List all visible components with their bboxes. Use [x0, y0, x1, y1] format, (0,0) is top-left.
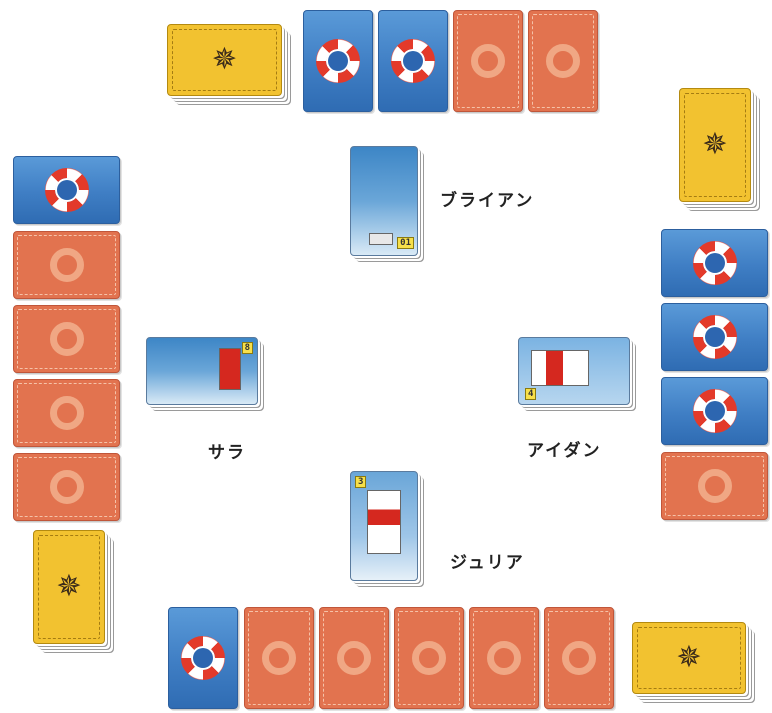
life-token-west-5[interactable]: [13, 453, 120, 521]
compass-rose-icon: ✵: [56, 572, 81, 602]
life-buoy-icon: [487, 641, 521, 675]
life-token-north-1[interactable]: [303, 10, 373, 112]
tide-number: 4: [525, 388, 536, 400]
life-buoy-icon: [562, 641, 596, 675]
life-buoy-icon: [391, 39, 435, 83]
player-name-east: アイダン: [527, 436, 601, 461]
tide-card-south[interactable]: 3: [350, 471, 418, 581]
life-token-north-2[interactable]: [378, 10, 448, 112]
life-buoy-icon: [693, 241, 737, 285]
life-buoy-icon: [693, 315, 737, 359]
tide-card-west[interactable]: 8: [146, 337, 258, 405]
life-token-west-4[interactable]: [13, 379, 120, 447]
compass-rose-icon: ✵: [676, 643, 701, 673]
life-token-south-6[interactable]: [544, 607, 614, 709]
life-token-west-1[interactable]: [13, 156, 120, 224]
weather-deck-east[interactable]: ✵: [679, 88, 751, 202]
lighthouse-icon: [531, 350, 589, 386]
life-token-south-4[interactable]: [394, 607, 464, 709]
life-buoy-icon: [50, 248, 84, 282]
life-token-south-2[interactable]: [244, 607, 314, 709]
life-buoy-icon: [698, 469, 732, 503]
tide-number: 01: [397, 237, 414, 249]
life-buoy-icon: [412, 641, 446, 675]
life-token-north-4[interactable]: [528, 10, 598, 112]
tide-number: 8: [242, 342, 253, 354]
weather-deck-north[interactable]: ✵: [167, 24, 282, 96]
lighthouse-icon: [219, 348, 241, 390]
player-name-south: ジュリア: [450, 548, 525, 573]
life-token-south-1[interactable]: [168, 607, 238, 709]
life-buoy-icon: [471, 44, 505, 78]
life-buoy-icon: [316, 39, 360, 83]
player-name-west: サラ: [208, 438, 246, 463]
life-buoy-icon: [181, 636, 225, 680]
life-token-south-5[interactable]: [469, 607, 539, 709]
lighthouse-icon: [369, 233, 393, 245]
player-name-north: ブライアン: [440, 186, 534, 211]
life-buoy-icon: [262, 641, 296, 675]
life-token-east-4[interactable]: [661, 452, 768, 520]
tide-card-north[interactable]: 01: [350, 146, 418, 256]
tide-card-east[interactable]: 4: [518, 337, 630, 405]
life-token-east-3[interactable]: [661, 377, 768, 445]
life-buoy-icon: [50, 322, 84, 356]
life-token-west-2[interactable]: [13, 231, 120, 299]
life-token-east-2[interactable]: [661, 303, 768, 371]
life-token-west-3[interactable]: [13, 305, 120, 373]
life-token-south-3[interactable]: [319, 607, 389, 709]
life-buoy-icon: [693, 389, 737, 433]
lighthouse-icon: [367, 490, 401, 554]
life-buoy-icon: [50, 470, 84, 504]
tide-number: 3: [355, 476, 366, 488]
weather-deck-south[interactable]: ✵: [632, 622, 746, 694]
life-buoy-icon: [45, 168, 89, 212]
life-token-north-3[interactable]: [453, 10, 523, 112]
compass-rose-icon: ✵: [702, 130, 727, 160]
life-buoy-icon: [546, 44, 580, 78]
life-token-east-1[interactable]: [661, 229, 768, 297]
compass-rose-icon: ✵: [212, 45, 237, 75]
weather-deck-west[interactable]: ✵: [33, 530, 105, 644]
life-buoy-icon: [337, 641, 371, 675]
life-buoy-icon: [50, 396, 84, 430]
